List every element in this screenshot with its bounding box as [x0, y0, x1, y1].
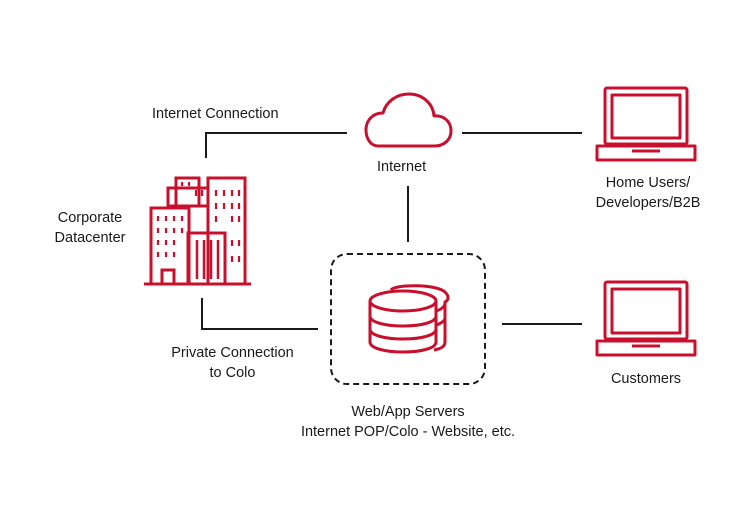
- corporate-label-line1: Corporate: [57, 210, 123, 226]
- home-users-label-line1: Home Users/: [605, 175, 691, 191]
- corporate-datacenter-label: Corporate Datacenter: [42, 208, 138, 248]
- home-users-label-line2: Developers/B2B: [595, 195, 701, 211]
- internet-connection-line: [205, 132, 347, 158]
- private-connection-label: Private Connection to Colo: [150, 343, 315, 383]
- servers-label-line2: Internet POP/Colo - Website, etc.: [300, 424, 516, 440]
- colo-boundary: [330, 253, 486, 385]
- cloud-icon: [364, 92, 453, 148]
- laptop-icon: [595, 86, 697, 162]
- private-connection-label-line1: Private Connection: [171, 345, 294, 361]
- private-connection-line: [201, 298, 318, 330]
- laptop-icon: [595, 280, 697, 357]
- servers-label-line1: Web/App Servers: [351, 404, 465, 420]
- database-icon: [368, 284, 450, 354]
- internet-connection-label: Internet Connection: [152, 106, 279, 122]
- internet-label: Internet: [377, 159, 427, 175]
- office-buildings-icon: [144, 176, 251, 286]
- servers-label: Web/App Servers Internet POP/Colo - Webs…: [268, 402, 548, 442]
- corporate-label-line2: Datacenter: [54, 230, 126, 246]
- customers-label: Customers: [610, 371, 682, 387]
- private-connection-label-line2: to Colo: [209, 365, 256, 381]
- home-users-label: Home Users/ Developers/B2B: [578, 173, 718, 213]
- connectors: [201, 132, 582, 330]
